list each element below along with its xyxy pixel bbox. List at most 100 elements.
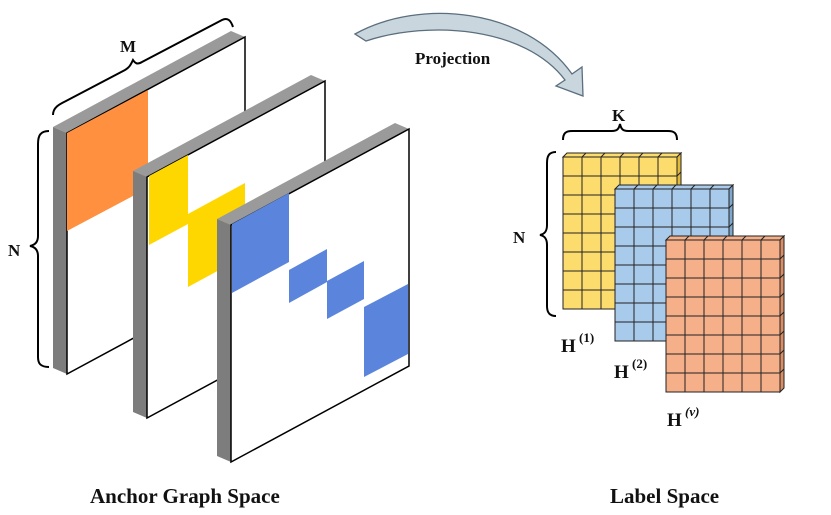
grid-cell xyxy=(652,188,673,209)
k-brace xyxy=(562,123,678,141)
h2-grid-side-line xyxy=(728,203,734,209)
m-label: M xyxy=(120,37,136,56)
grid-cell xyxy=(684,372,705,393)
grid-cell xyxy=(619,156,640,177)
grid-cell xyxy=(652,207,673,228)
grid-cell xyxy=(633,245,654,266)
grid-cell xyxy=(722,296,743,317)
h1-label: H (1) xyxy=(561,330,594,357)
h1-grid-top-line xyxy=(600,152,606,158)
grid-cell xyxy=(760,239,781,260)
h1-grid-top-line xyxy=(638,152,644,158)
hv-sup: (v) xyxy=(685,404,699,419)
h2-grid-top-line xyxy=(709,184,715,190)
m-brace xyxy=(52,17,234,116)
h2-grid-top-line xyxy=(633,184,639,190)
grid-cell xyxy=(760,258,781,279)
grid-cell xyxy=(671,207,692,228)
grid-cell xyxy=(614,264,635,285)
n-brace-right xyxy=(539,151,557,317)
grid-cell xyxy=(665,315,686,336)
panel-1-side xyxy=(53,127,67,374)
grid-cell xyxy=(633,207,654,228)
anchor-matrix-3 xyxy=(217,123,410,464)
grid-cell xyxy=(614,283,635,304)
h2-label: H (2) xyxy=(614,356,647,383)
grid-cell xyxy=(703,334,724,355)
grid-cell xyxy=(684,296,705,317)
grid-cell xyxy=(671,188,692,209)
grid-cell xyxy=(581,270,602,291)
grid-cell xyxy=(703,239,724,260)
grid-cell xyxy=(684,258,705,279)
panel-3-block-1 xyxy=(232,193,289,293)
grid-cell xyxy=(657,156,678,177)
hv-grid xyxy=(664,234,786,394)
panel-2-block-1 xyxy=(149,155,188,245)
panel-1-top xyxy=(53,31,245,133)
grid-cell xyxy=(741,334,762,355)
n-label-right: N xyxy=(513,228,526,247)
grid-cell xyxy=(614,226,635,247)
grid-cell xyxy=(638,156,659,177)
grid-cell xyxy=(600,156,621,177)
grid-cell xyxy=(614,302,635,323)
grid-cell xyxy=(633,302,654,323)
grid-cell xyxy=(703,258,724,279)
grid-cell xyxy=(703,353,724,374)
grid-cell xyxy=(722,372,743,393)
h2-grid-side-line xyxy=(728,222,734,228)
grid-cell xyxy=(722,258,743,279)
grid-cell xyxy=(633,321,654,342)
grid-cell xyxy=(741,258,762,279)
h2-grid-top-line xyxy=(690,184,696,190)
projection-label: Projection xyxy=(415,49,491,68)
label-space-caption: Label Space xyxy=(610,484,719,508)
grid-cell xyxy=(665,258,686,279)
anchor-graph-caption: Anchor Graph Space xyxy=(90,484,280,508)
grid-cell xyxy=(633,188,654,209)
panel-2-side xyxy=(133,171,147,418)
hv-label: H (v) xyxy=(667,404,699,431)
grid-cell xyxy=(722,277,743,298)
grid-cell xyxy=(760,372,781,393)
grid-cell xyxy=(562,251,583,272)
grid-cell xyxy=(581,289,602,310)
grid-cell xyxy=(614,245,635,266)
grid-cell xyxy=(633,226,654,247)
grid-cell xyxy=(684,315,705,336)
grid-cell xyxy=(633,264,654,285)
grid-cell xyxy=(562,289,583,310)
grid-cell xyxy=(741,296,762,317)
h2-grid-top-line xyxy=(652,184,658,190)
h1-grid-top-line xyxy=(581,152,587,158)
panel-3-block-3 xyxy=(327,261,364,319)
n-brace-left xyxy=(29,130,50,368)
grid-cell xyxy=(614,207,635,228)
grid-cell xyxy=(665,353,686,374)
h1-base: H xyxy=(561,336,576,357)
hv-base: H xyxy=(667,410,682,431)
h2-grid-top-line xyxy=(671,184,677,190)
grid-cell xyxy=(722,353,743,374)
grid-cell xyxy=(581,175,602,196)
hv-grid-side-line xyxy=(779,330,785,336)
grid-cell xyxy=(709,207,730,228)
grid-cell xyxy=(760,353,781,374)
grid-cell xyxy=(562,232,583,253)
panel-1-block xyxy=(67,90,148,231)
panel-3-side xyxy=(217,219,231,462)
grid-cell xyxy=(581,251,602,272)
grid-cell xyxy=(562,270,583,291)
n-label-left: N xyxy=(8,241,21,260)
hv-grid-top-line xyxy=(703,235,709,241)
hv-grid-side-line xyxy=(779,368,785,374)
grid-cell xyxy=(581,213,602,234)
grid-cell xyxy=(684,353,705,374)
grid-cell xyxy=(633,283,654,304)
h2-base: H xyxy=(614,362,629,383)
grid-cell xyxy=(690,188,711,209)
panel-3-top xyxy=(217,123,409,225)
grid-cell xyxy=(684,239,705,260)
